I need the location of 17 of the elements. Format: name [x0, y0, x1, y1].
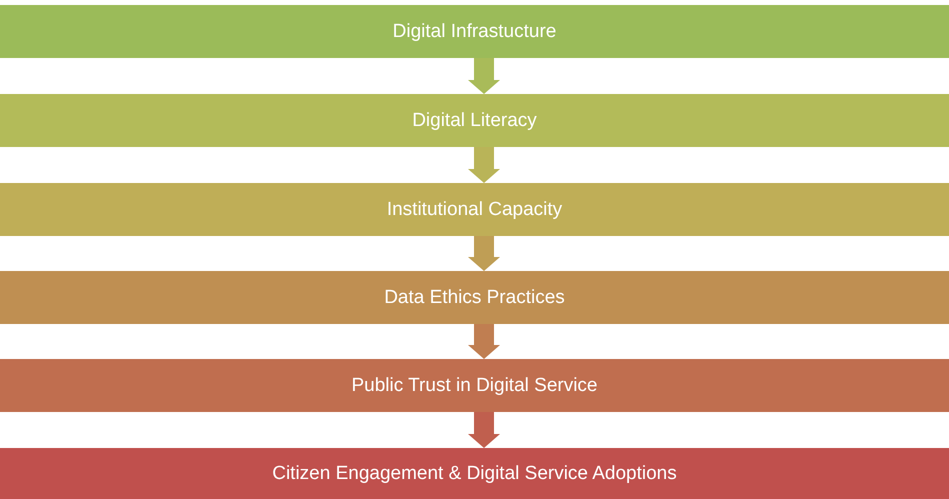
stage-bar: [0, 5, 949, 58]
stage-label: Data Ethics Practices: [384, 286, 565, 308]
arrow: [468, 236, 500, 271]
stage-label: Citizen Engagement & Digital Service Adoptions: [272, 462, 677, 484]
stage-bar: [0, 271, 949, 324]
arrow: [468, 324, 500, 359]
stage-bar: [0, 94, 949, 147]
stage-label: Institutional Capacity: [386, 198, 562, 220]
stage-bar: [0, 359, 949, 412]
stage-bar: [0, 183, 949, 236]
arrow: [468, 58, 500, 94]
arrow: [468, 147, 500, 183]
stage-bar: [0, 448, 949, 499]
stage-label: Digital Literacy: [412, 110, 537, 132]
stage-label: Digital Infrastucture: [392, 20, 556, 42]
arrow: [468, 412, 500, 448]
stage-label: Public Trust in Digital Service: [351, 374, 598, 396]
